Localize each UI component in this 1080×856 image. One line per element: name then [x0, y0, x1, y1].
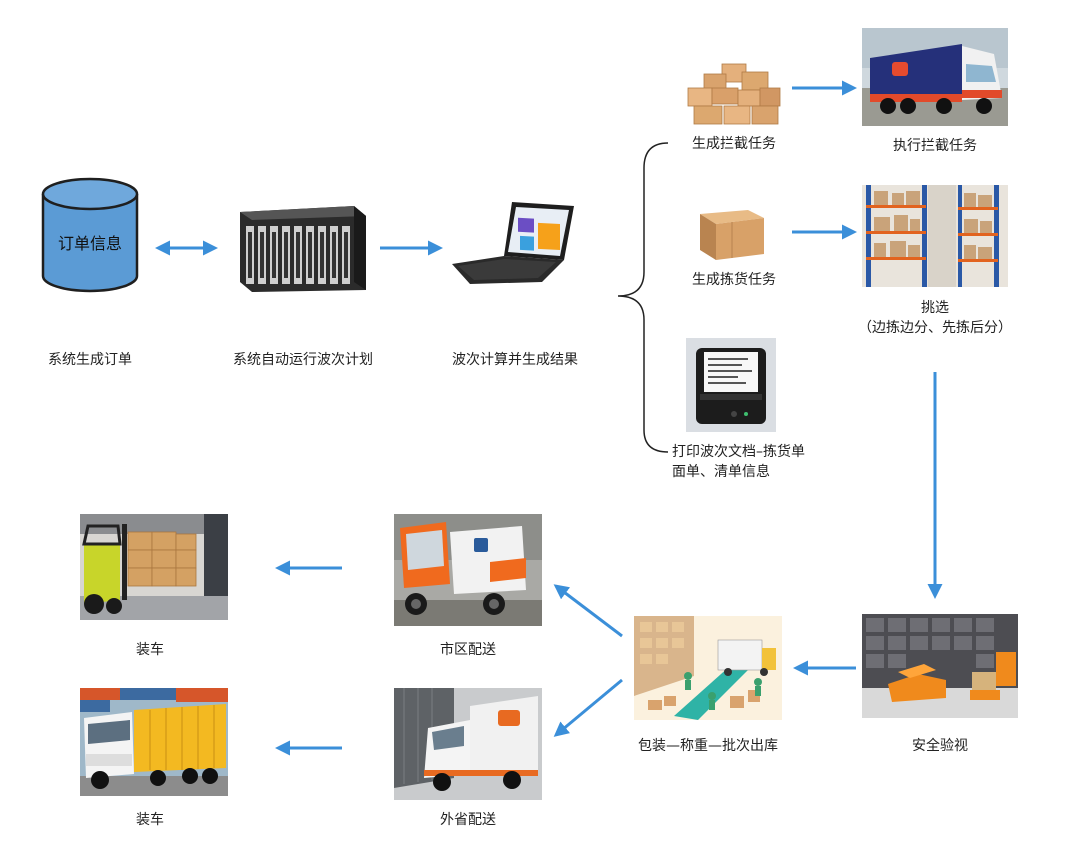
- label-pick-title: 挑选: [921, 300, 949, 316]
- receipt-printer-icon: [686, 338, 776, 432]
- cardboard-boxes-icon: [684, 60, 784, 126]
- label-security-check: 安全验视: [912, 738, 968, 754]
- blade-server-icon: [236, 202, 370, 294]
- electric-tricycle-icon: [394, 514, 542, 626]
- truck-icon: [862, 28, 1008, 126]
- label-province-delivery: 外省配送: [440, 812, 496, 828]
- arrow-pack-city: [553, 584, 623, 638]
- label-load-truck-2: 装车: [136, 812, 164, 828]
- label-pick-detail: （边拣边分、先拣后分）: [858, 320, 1012, 336]
- label-order: 系统生成订单: [48, 352, 132, 368]
- label-pack-weigh: 包装—称重—批次出库: [638, 738, 778, 754]
- label-exec-intercept: 执行拦截任务: [893, 138, 977, 154]
- branch-brace: [617, 142, 669, 453]
- label-city-delivery: 市区配送: [440, 642, 496, 658]
- label-load-truck-1: 装车: [136, 642, 164, 658]
- label-wave-result: 波次计算并生成结果: [452, 352, 578, 368]
- container-truck-icon: [80, 688, 228, 796]
- warehouse-shelves-icon: [862, 185, 1008, 287]
- warehouse-robot-icon: [862, 614, 1018, 718]
- forklift-icon: [80, 514, 228, 620]
- label-pick-task: 生成拣货任务: [692, 272, 776, 288]
- cardboard-box-icon: [694, 204, 768, 262]
- delivery-van-icon: [394, 688, 542, 800]
- label-wave-plan: 系统自动运行波次计划: [233, 352, 373, 368]
- label-print-docs-2: 面单、清单信息: [672, 464, 770, 480]
- label-intercept-task: 生成拦截任务: [692, 136, 776, 152]
- database-label: 订单信息: [57, 234, 122, 253]
- laptop-icon: [446, 198, 580, 288]
- database-cylinder-icon: [40, 176, 140, 294]
- label-print-docs-1: 打印波次文档–拣货单: [672, 444, 805, 460]
- packing-line-icon: [634, 616, 782, 720]
- arrow-pack-province: [553, 678, 623, 737]
